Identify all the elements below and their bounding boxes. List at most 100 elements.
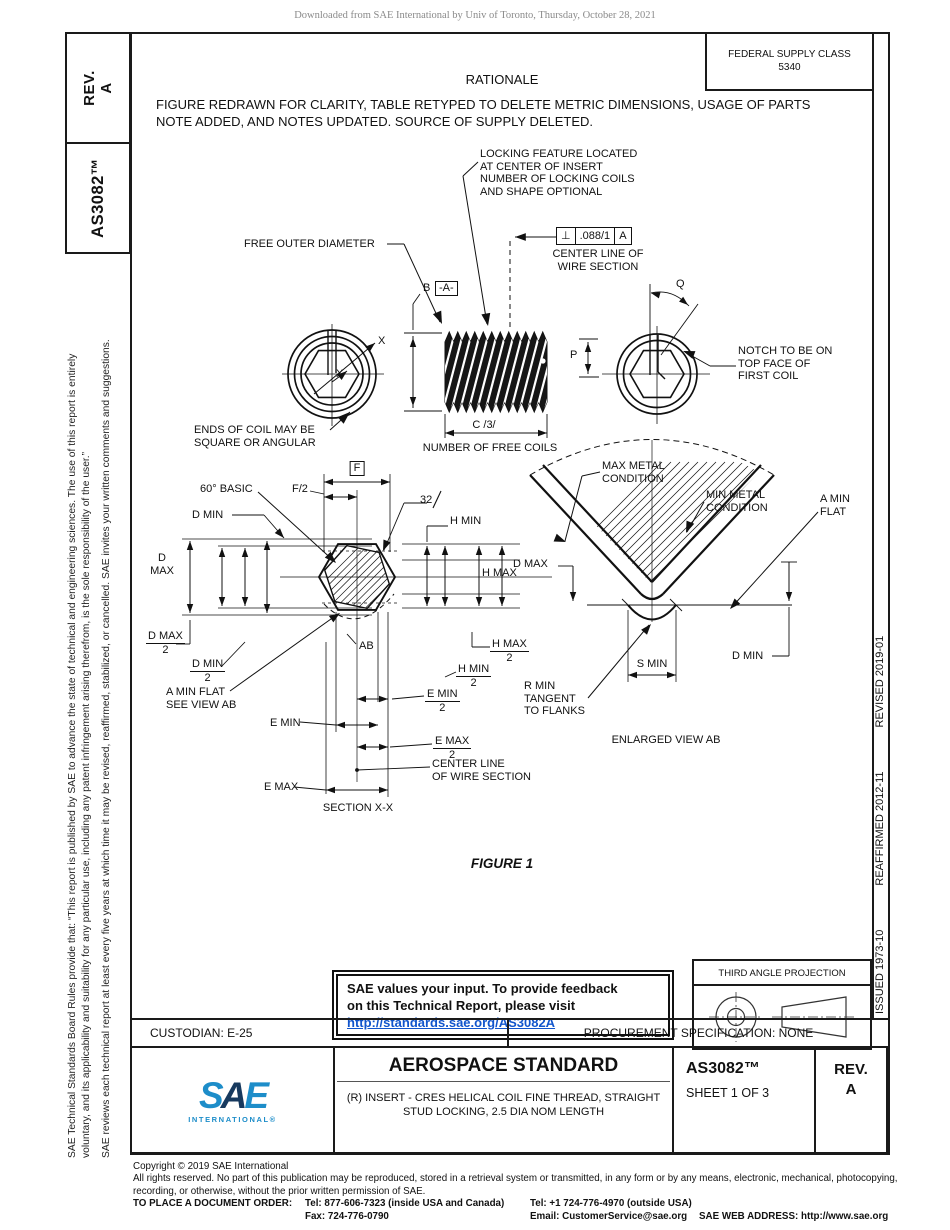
r-min-note: R MIN TANGENT TO FLANKS bbox=[524, 680, 585, 718]
figure-drawing bbox=[176, 161, 819, 797]
dim-f: F bbox=[349, 461, 365, 476]
revision-history-text: ISSUED 1973-10 REAFFIRMED 2012-11 REVISE… bbox=[874, 582, 889, 1014]
a-min-flat-ab-note: A MIN FLAT bbox=[820, 493, 850, 518]
order-label: TO PLACE A DOCUMENT ORDER: bbox=[133, 1198, 293, 1210]
legal-line-1: SAE Technical Standards Board Rules prov… bbox=[67, 353, 78, 1158]
locking-feature-note: LOCKING FEATURE LOCATED AT CENTER OF INS… bbox=[480, 148, 638, 198]
figure-1: ⊥ .088/1 A LOCKING FEATURE LOCATED AT CE… bbox=[132, 142, 872, 854]
rev-cell-value: A bbox=[845, 1081, 857, 1098]
dim-b: B bbox=[423, 282, 431, 294]
rev-value: A bbox=[98, 82, 115, 94]
feedback-line-1: SAE values your input. To provide feedba… bbox=[347, 981, 618, 996]
dim-e-max: E MAX bbox=[264, 781, 299, 793]
order-tel-inside: Tel: 877-606-7323 (inside USA and Canada… bbox=[305, 1198, 505, 1210]
sae-logo-subtext: INTERNATIONAL® bbox=[188, 1114, 277, 1124]
fcf-tolerance: .088/1 bbox=[576, 228, 616, 244]
dim-s-min: S MIN bbox=[636, 658, 668, 670]
feature-control-frame: ⊥ .088/1 A bbox=[556, 227, 632, 245]
dim-p: P bbox=[570, 349, 578, 361]
standard-title-line-2: STUD LOCKING, 2.5 DIA NOM LENGTH bbox=[402, 1106, 605, 1118]
dim-h-max: H MAX bbox=[482, 567, 517, 579]
fsc-value: 5340 bbox=[778, 62, 801, 73]
legal-notice: SAE Technical Standards Board Rules prov… bbox=[66, 281, 93, 1158]
section-x-lower: X bbox=[336, 368, 344, 380]
fsc-label: FEDERAL SUPPLY CLASS bbox=[728, 49, 851, 60]
projection-title: THIRD ANGLE PROJECTION bbox=[694, 961, 870, 986]
federal-supply-class-box: FEDERAL SUPPLY CLASS 5340 bbox=[705, 34, 872, 91]
legal-line-3: SAE reviews each technical report at lea… bbox=[101, 339, 112, 1158]
dim-f2: F/2 bbox=[292, 483, 308, 495]
order-tel-outside: Tel: +1 724-776-4970 (outside USA) bbox=[530, 1198, 692, 1210]
rationale-heading: RATIONALE bbox=[465, 72, 539, 87]
rights-line: All rights reserved. No part of this pub… bbox=[133, 1173, 898, 1197]
order-email: Email: CustomerService@sae.org bbox=[530, 1210, 688, 1222]
dim-q: Q bbox=[676, 278, 685, 290]
rev-cell-label: REV. bbox=[834, 1061, 868, 1078]
custodian-row: CUSTODIAN: E-25 PROCUREMENT SPECIFICATIO… bbox=[132, 1018, 888, 1048]
copyright-block: Copyright © 2019 SAE International All r… bbox=[133, 1161, 938, 1223]
projection-box: THIRD ANGLE PROJECTION bbox=[692, 959, 872, 1050]
center-line-wire-top: CENTER LINE OF WIRE SECTION bbox=[552, 248, 644, 273]
standard-title-line-1: (R) INSERT - CRES HELICAL COIL FINE THRE… bbox=[346, 1092, 661, 1104]
revised-date: REVISED 2019-01 bbox=[874, 635, 886, 728]
section-x-upper: X bbox=[378, 335, 386, 347]
min-metal-note: MIN METAL CONDITION bbox=[706, 489, 768, 514]
dim-d-max-ab: D MAX bbox=[513, 558, 548, 570]
dim-c: C /3/ bbox=[472, 419, 496, 431]
doc-number-box: AS3082™ bbox=[65, 142, 131, 254]
dim-e-min: E MIN bbox=[270, 717, 301, 729]
dim-d-min-upper: D MIN bbox=[192, 509, 224, 521]
sheet-number: SHEET 1 OF 3 bbox=[686, 1086, 770, 1100]
third-angle-projection-icon bbox=[709, 992, 856, 1042]
perpendicularity-icon: ⊥ bbox=[557, 228, 576, 244]
max-metal-note: MAX METAL CONDITION bbox=[602, 460, 665, 485]
title-block: SAE INTERNATIONAL® AEROSPACE STANDARD (R… bbox=[132, 1048, 888, 1154]
dim-h-min: H MIN bbox=[450, 515, 482, 527]
revision-history-column bbox=[872, 34, 890, 1018]
custodian-cell: CUSTODIAN: E-25 bbox=[150, 1026, 253, 1040]
feedback-line-2: on this Technical Report, please visit bbox=[347, 998, 576, 1013]
angle-60-basic: 60° BASIC bbox=[200, 483, 253, 495]
notch-note: NOTCH TO BE ON TOP FACE OF FIRST COIL bbox=[738, 345, 833, 383]
rev-label: REV. bbox=[81, 70, 98, 106]
doc-number-cell: AS3082™ SHEET 1 OF 3 bbox=[674, 1048, 816, 1154]
free-coils-note: NUMBER OF FREE COILS bbox=[422, 442, 558, 454]
figure-caption: FIGURE 1 bbox=[470, 856, 534, 871]
a-min-flat-note: A MIN FLAT SEE VIEW AB bbox=[166, 686, 237, 711]
order-fax: Fax: 724-776-0790 bbox=[305, 1210, 389, 1222]
dim-d-max-left: D MAX bbox=[150, 552, 174, 577]
dim-d-min-ab: D MIN bbox=[732, 650, 764, 662]
doc-number: AS3082™ bbox=[686, 1060, 760, 1077]
legal-review-notice: SAE reviews each technical report at lea… bbox=[100, 281, 114, 1158]
rev-box: REV. A bbox=[65, 32, 131, 144]
view-ab-tag: AB bbox=[359, 640, 374, 652]
download-watermark: Downloaded from SAE International by Uni… bbox=[294, 10, 656, 21]
standard-type: AEROSPACE STANDARD bbox=[337, 1048, 670, 1082]
coil-ends-note: ENDS OF COIL MAY BE SQUARE OR ANGULAR bbox=[194, 424, 316, 449]
rev-cell: REV. A bbox=[816, 1048, 888, 1154]
free-outer-diameter-note: FREE OUTER DIAMETER bbox=[244, 238, 375, 250]
reaffirmed-date: REAFFIRMED 2012-11 bbox=[874, 771, 886, 886]
legal-line-2: voluntary, and its applicability and sui… bbox=[80, 451, 92, 1158]
surface-finish-32: 32 bbox=[420, 494, 433, 506]
fcf-datum: A bbox=[619, 230, 627, 242]
enlarged-view-caption: ENLARGED VIEW AB bbox=[611, 734, 721, 746]
drawing-frame: FEDERAL SUPPLY CLASS 5340 ISSUED 1973-10… bbox=[130, 32, 890, 1155]
standard-title-cell: AEROSPACE STANDARD (R) INSERT - CRES HEL… bbox=[335, 1048, 674, 1154]
section-xx-caption: SECTION X-X bbox=[322, 802, 394, 814]
rationale-text: FIGURE REDRAWN FOR CLARITY, TABLE RETYPE… bbox=[156, 97, 811, 129]
issued-date: ISSUED 1973-10 bbox=[874, 929, 886, 1014]
center-line-wire-bottom: CENTER LINE OF WIRE SECTION bbox=[432, 758, 531, 783]
datum-a-flag: -A- bbox=[435, 281, 458, 296]
copyright-line: Copyright © 2019 SAE International bbox=[133, 1161, 289, 1172]
sae-web-address: SAE WEB ADDRESS: http://www.sae.org bbox=[699, 1210, 889, 1222]
sae-logo: SAE INTERNATIONAL® bbox=[132, 1048, 335, 1154]
doc-number-side: AS3082™ bbox=[88, 158, 107, 238]
